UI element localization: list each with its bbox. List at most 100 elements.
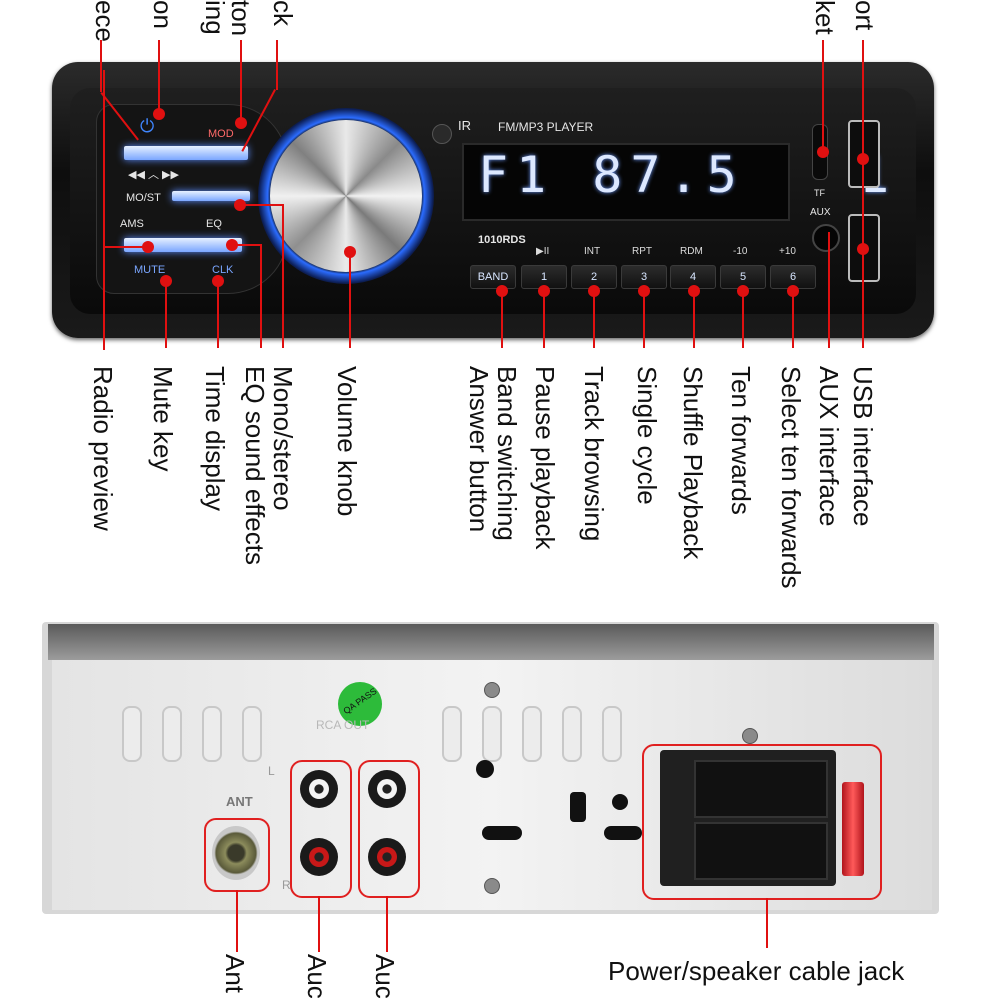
- callout-select-ten-forwards: Select ten forwards: [776, 366, 806, 589]
- callout-line-knob: [349, 256, 351, 348]
- ant-label: ANT: [226, 794, 253, 809]
- callout-line-k2: [593, 294, 595, 348]
- callout-usb-interface: USB interface: [848, 366, 878, 527]
- key-top-label-3: RPT: [632, 246, 652, 257]
- callout-line-k4: [693, 294, 695, 348]
- vent-slot: [522, 706, 542, 762]
- power-icon[interactable]: ⏻: [140, 116, 155, 136]
- most-button[interactable]: MO/ST: [126, 192, 161, 204]
- callout-track-browsing: Track browsing: [579, 366, 609, 542]
- callout-dot-mute: [160, 275, 172, 287]
- callout-line-tf: [822, 40, 824, 148]
- callout-line-band: [501, 294, 503, 348]
- callout-line-power: [766, 898, 768, 948]
- callout-line-top4: [276, 40, 278, 90]
- aux-jack[interactable]: [812, 224, 840, 252]
- usb-port-top[interactable]: [848, 120, 880, 188]
- key-top-label-4: RDM: [680, 246, 703, 257]
- rca-left-white-1[interactable]: [300, 770, 338, 808]
- callout-line-eq-h: [232, 244, 262, 246]
- key-top-label-6: +10: [779, 246, 796, 257]
- callout-dot-usb2: [857, 243, 869, 255]
- callout-line-radio: [103, 70, 105, 350]
- callout-dot-k5: [737, 285, 749, 297]
- vent-slot: [562, 706, 582, 762]
- callout-audio-out-2: Auc: [370, 954, 400, 999]
- ir-label: IR: [458, 118, 471, 133]
- antenna-jack[interactable]: [212, 826, 260, 880]
- rca-right-red-2[interactable]: [368, 838, 406, 876]
- mute-button[interactable]: MUTE: [134, 264, 166, 276]
- top-label-3b: ing: [200, 0, 230, 35]
- preset-4-button[interactable]: 4: [670, 265, 716, 289]
- callout-pause-playback: Pause playback: [530, 366, 560, 550]
- callout-line-usb: [862, 40, 864, 348]
- eq-button[interactable]: EQ: [206, 218, 222, 230]
- callout-eq-sound: EQ sound effects: [240, 366, 270, 565]
- key-top-label-5: -10: [733, 246, 748, 257]
- player-label: FM/MP3 PLAYER: [498, 120, 594, 134]
- callout-dot-eq: [226, 239, 238, 251]
- l-label: L: [268, 764, 275, 778]
- mount-slot: [570, 792, 586, 822]
- screw: [742, 728, 758, 744]
- left-button-cluster: [96, 104, 288, 294]
- ams-button[interactable]: AMS: [120, 218, 144, 230]
- callout-line-most-h: [240, 204, 284, 206]
- most-bar[interactable]: [172, 191, 250, 201]
- top-label-3: ton: [226, 0, 256, 37]
- top-label-1: ece: [90, 0, 120, 42]
- band-button[interactable]: BAND: [470, 265, 516, 289]
- callout-line-mute: [165, 283, 167, 348]
- tf-label: TF: [814, 188, 825, 198]
- power-connector-highlight: [642, 744, 882, 900]
- callout-volume-knob: Volume knob: [332, 366, 362, 517]
- callout-line-ant: [236, 890, 238, 952]
- callout-shuffle-playback: Shuffle Playback: [678, 366, 708, 560]
- callout-dot-most: [234, 199, 246, 211]
- callout-line-most: [282, 204, 284, 348]
- key-top-label-2: INT: [584, 246, 601, 257]
- rca-out-label: RCA OUT: [316, 718, 370, 732]
- prev-button[interactable]: [124, 146, 248, 160]
- fuse: [842, 782, 864, 876]
- callout-line-k6: [792, 294, 794, 348]
- callout-line-eq: [260, 244, 262, 348]
- callout-answer-button: Answer button: [464, 366, 494, 533]
- vent-slot: [202, 706, 222, 762]
- callout-band-switching: Band switching: [492, 366, 522, 541]
- callout-dot-top3: [235, 117, 247, 129]
- callout-power-speaker-jack: Power/speaker cable jack: [608, 956, 905, 986]
- callout-antenna: Ant: [220, 954, 250, 994]
- callout-dot-clk: [212, 275, 224, 287]
- callout-aux-interface: AUX interface: [814, 366, 844, 527]
- mount-hole: [476, 760, 494, 778]
- callout-dot-k1: [538, 285, 550, 297]
- top-label-r2: ort: [850, 0, 880, 31]
- lcd-display: [462, 143, 790, 221]
- vent-slot: [162, 706, 182, 762]
- screw: [484, 682, 500, 698]
- callout-dot-tf: [817, 146, 829, 158]
- screw: [484, 878, 500, 894]
- vent-slot: [122, 706, 142, 762]
- connector-upper-block: [694, 760, 828, 818]
- callout-line-aud1: [318, 896, 320, 952]
- mod-button[interactable]: MOD: [208, 128, 234, 140]
- vent-slot: [482, 706, 502, 762]
- rca-left-white-2[interactable]: [368, 770, 406, 808]
- connector-lower-block: [694, 822, 828, 880]
- callout-line-aud2: [386, 896, 388, 952]
- clk-button[interactable]: CLK: [212, 264, 234, 276]
- callout-line-top1: [100, 40, 102, 92]
- callout-audio-out-1: Auc: [302, 954, 332, 999]
- callout-radio-preview: Radio preview: [88, 366, 118, 531]
- top-label-4: ck: [268, 0, 298, 26]
- callout-dot-top2: [153, 108, 165, 120]
- callout-dot-usb1: [857, 153, 869, 165]
- callout-line-k3: [643, 294, 645, 348]
- callout-line-aux: [828, 232, 830, 348]
- rca-right-red-1[interactable]: [300, 838, 338, 876]
- callout-line-k1: [543, 294, 545, 348]
- top-label-r1: ket: [810, 0, 840, 35]
